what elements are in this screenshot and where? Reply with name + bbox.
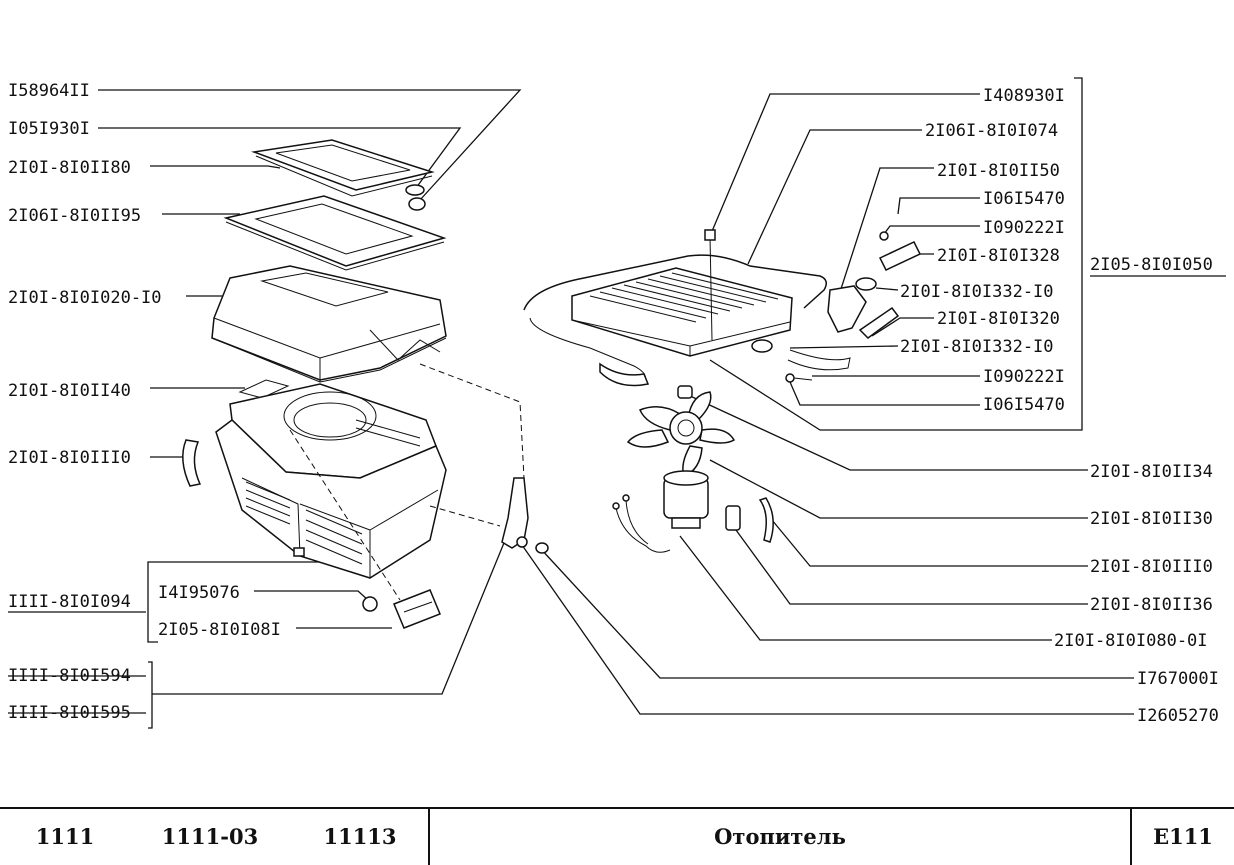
lower-housing-part <box>215 383 447 579</box>
label-r10: I090222I <box>983 367 1065 387</box>
label-l1: I58964II <box>8 81 90 101</box>
label-l10: 2I05-8I0I08I <box>158 620 281 640</box>
label-r2: 2I06I-8I0I074 <box>925 121 1058 141</box>
label-r15: 2I0I-8I0III0 <box>1090 557 1213 577</box>
footer-divider-2 <box>1130 808 1132 865</box>
label-l2: I05I930I <box>8 119 90 139</box>
footer-model-1111: 1111 <box>35 824 95 849</box>
label-r3: 2I0I-8I0II50 <box>937 161 1060 181</box>
label-r9: 2I0I-8I0I332-I0 <box>900 337 1054 357</box>
label-r6: 2I0I-8I0I328 <box>937 246 1060 266</box>
label-l6: 2I0I-8I0II40 <box>8 381 131 401</box>
footer-divider-1 <box>428 808 430 865</box>
label-l4: 2I06I-8I0II95 <box>8 206 141 226</box>
label-r5: I090222I <box>983 218 1065 238</box>
heater-radiator-part <box>523 229 922 387</box>
footer-top-border <box>0 807 1234 809</box>
label-r17: 2I0I-8I0I080-0I <box>1054 631 1208 651</box>
footer-title: Отопитель <box>714 824 846 849</box>
link-bracket-part <box>501 477 549 554</box>
label-r16: 2I0I-8I0II36 <box>1090 595 1213 615</box>
top-cover-part <box>251 139 435 197</box>
label-l5: 2I0I-8I0I020-I0 <box>8 288 162 308</box>
upper-housing-part <box>211 265 447 383</box>
label-r4: I06I5470 <box>983 189 1065 209</box>
label-l3: 2I0I-8I0II80 <box>8 158 131 178</box>
label-r7: 2I0I-8I0I332-I0 <box>900 282 1054 302</box>
flap-lever-part <box>362 589 441 629</box>
label-r8: 2I0I-8I0I320 <box>937 309 1060 329</box>
footer-model-11113: 11113 <box>323 824 397 849</box>
resistor-part <box>725 505 741 531</box>
footer-page-code: E111 <box>1153 824 1213 849</box>
blower-motor-part <box>612 470 709 553</box>
label-l9: I4I95076 <box>158 583 240 603</box>
label-l7: 2I0I-8I0III0 <box>8 448 131 468</box>
footer-model-1111-03: 1111-03 <box>161 824 259 849</box>
label-r14: 2I0I-8I0II30 <box>1090 509 1213 529</box>
label-r18: I767000I <box>1137 669 1219 689</box>
label-l8: IIII-8I0I094 <box>8 592 131 612</box>
label-r13: 2I0I-8I0II34 <box>1090 462 1213 482</box>
clip-right-part <box>758 497 774 543</box>
gasket-frame-part <box>223 195 447 271</box>
label-r1: I408930I <box>983 86 1065 106</box>
label-r12: 2I05-8I0I050 <box>1090 255 1213 275</box>
fan-impeller-part <box>626 385 736 477</box>
label-r19: I2605270 <box>1137 706 1219 726</box>
label-r11: I06I5470 <box>983 395 1065 415</box>
